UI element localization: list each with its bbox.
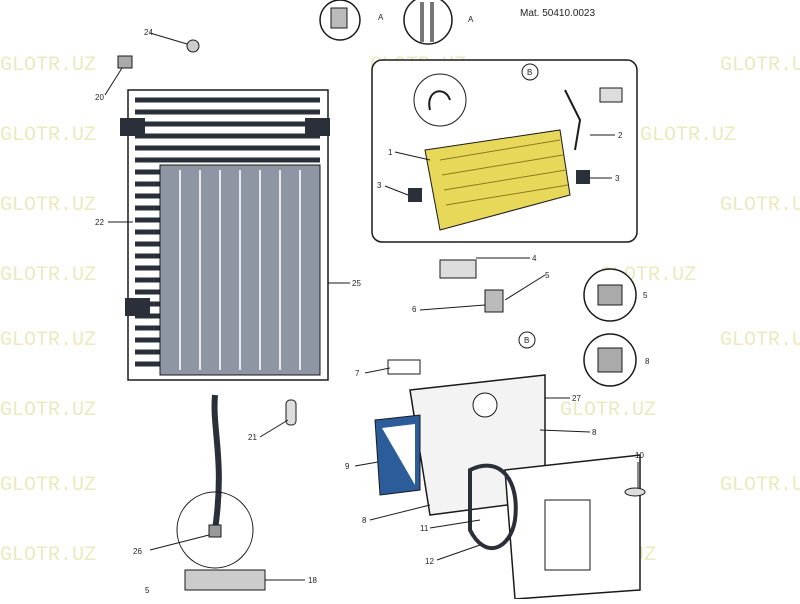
callout-5-thermo: 5 [545, 271, 550, 280]
condenser-coil [120, 89, 330, 381]
callout-26: 26 [133, 547, 142, 556]
detail-circle-top-center: A [403, 0, 474, 45]
part-18: 18 5 [145, 569, 317, 595]
callout-7: 7 [355, 369, 360, 378]
callout-3-right: 3 [615, 174, 620, 183]
callout-1: 1 [388, 148, 393, 157]
callout-22: 22 [95, 218, 104, 227]
callout-24: 24 [144, 28, 153, 37]
callout-b-thermo: B [524, 336, 529, 345]
door-panel: 10 11 12 [420, 451, 646, 600]
material-code: Mat. 50410.0023 [520, 8, 596, 19]
part-20: 20 [95, 55, 133, 102]
watermark-layer: GLOTR.UZ GLOTR.UZ GLOTR.UZ GLOTR.UZ GLOT… [0, 54, 800, 567]
part-24: 24 [144, 28, 200, 53]
detail-circle-top-left: A [319, 0, 384, 41]
callout-3-left: 3 [377, 181, 382, 190]
callout-25: 25 [352, 279, 361, 288]
watermark-text-1: GLOTR.UZ [0, 54, 96, 77]
watermark-text-4: GLOTR.UZ [0, 124, 96, 147]
callout-8-left: 8 [362, 516, 367, 525]
callout-25-group: 25 [328, 279, 361, 288]
callout-4: 4 [532, 254, 537, 263]
detail-circle-right-upper: 5 [583, 268, 648, 322]
evaporator-detail-box: 1 3 2 3 B [371, 59, 638, 243]
watermark-text-7: GLOTR.UZ [720, 194, 800, 217]
watermark-text-6: GLOTR.UZ [0, 194, 96, 217]
detail-circle-right-lower: 8 [583, 333, 650, 387]
callout-a-1: A [378, 13, 384, 22]
watermark-text-8: GLOTR.UZ [0, 264, 96, 287]
watermark-text-11: GLOTR.UZ [720, 329, 800, 352]
callout-20: 20 [95, 93, 104, 102]
watermark-text-15: GLOTR.UZ [720, 474, 800, 497]
thermostat-assembly: 4 6 B 5 [412, 254, 550, 349]
callout-2: 2 [618, 131, 623, 140]
callout-12: 12 [425, 557, 434, 566]
part-21: 21 [248, 399, 297, 442]
watermark-text-14: GLOTR.UZ [0, 474, 96, 497]
callout-22-group: 22 [95, 218, 133, 227]
callout-9: 9 [345, 462, 350, 471]
callout-8-right: 8 [645, 357, 650, 366]
callout-8-mid: 8 [592, 428, 597, 437]
watermark-text-3: GLOTR.UZ [720, 54, 800, 77]
callout-6: 6 [412, 305, 417, 314]
watermark-text-16: GLOTR.UZ [0, 544, 96, 567]
callout-27: 27 [572, 394, 581, 403]
callout-18: 18 [308, 576, 317, 585]
callout-a-2: A [468, 15, 474, 24]
watermark-text-5: GLOTR.UZ [640, 124, 736, 147]
callout-5-bottom: 5 [145, 586, 150, 595]
callout-11: 11 [420, 524, 429, 533]
callout-5-right: 5 [643, 291, 648, 300]
drain-hose: 26 [133, 394, 254, 569]
callout-b-box: B [527, 68, 532, 77]
watermark-text-13: GLOTR.UZ [560, 399, 656, 422]
callout-21: 21 [248, 433, 257, 442]
watermark-text-12: GLOTR.UZ [0, 399, 96, 422]
watermark-text-10: GLOTR.UZ [0, 329, 96, 352]
callout-10: 10 [635, 451, 644, 460]
